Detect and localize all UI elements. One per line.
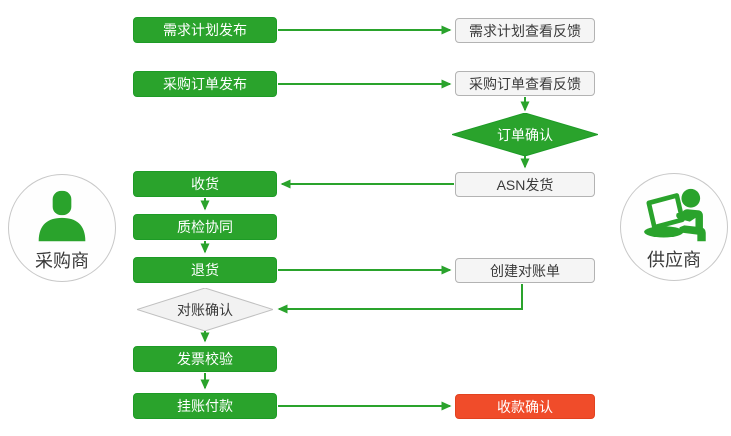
node-demand-plan-publish: 需求计划发布 — [133, 17, 277, 43]
arrow-statement-to-reconcile — [277, 284, 523, 314]
node-receipt-confirm: 收款确认 — [455, 394, 595, 419]
actor-label: 供应商 — [647, 250, 701, 270]
actor-buyer: 采购商 — [8, 174, 116, 282]
node-quality-check: 质检协同 — [133, 214, 277, 240]
node-payment-on-account: 挂账付款 — [133, 393, 277, 419]
node-po-feedback: 采购订单查看反馈 — [455, 71, 595, 96]
node-invoice-verify: 发票校验 — [133, 346, 277, 372]
node-asn-ship: ASN发货 — [455, 172, 595, 197]
diamond-shape — [137, 288, 273, 331]
actor-supplier: 供应商 — [620, 173, 728, 281]
diamond-shape — [452, 113, 598, 156]
node-demand-plan-feedback: 需求计划查看反馈 — [455, 18, 595, 43]
node-receive: 收货 — [133, 171, 277, 197]
node-create-statement: 创建对账单 — [455, 258, 595, 283]
diamond-label: 订单确认 — [497, 126, 553, 143]
actor-label: 采购商 — [35, 251, 89, 271]
person-icon — [34, 187, 90, 245]
diamond-label: 对账确认 — [177, 301, 233, 318]
node-statement-confirm: 对账确认 — [137, 288, 273, 331]
node-return-goods: 退货 — [133, 257, 277, 283]
node-po-publish: 采购订单发布 — [133, 71, 277, 97]
person-laptop-icon — [641, 186, 707, 244]
node-order-confirm: 订单确认 — [452, 113, 598, 156]
